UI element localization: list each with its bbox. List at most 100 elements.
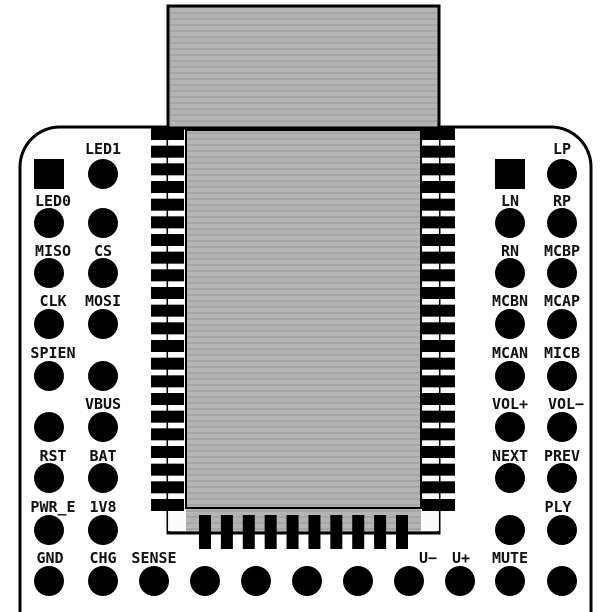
module-pad-right: [422, 463, 455, 476]
module-pad-right: [422, 287, 455, 299]
label-mosi: MOSI: [85, 292, 121, 310]
module-pad-left: [151, 145, 184, 158]
module-pad-left: [151, 428, 184, 441]
square-pad-led0: [34, 159, 64, 189]
label-mcan: MCAN: [492, 344, 528, 362]
board-outline: [18, 125, 593, 612]
round-pad-rn: [495, 208, 525, 238]
module-pad-left: [151, 322, 184, 335]
round-pad-rp: [547, 208, 577, 238]
module-pad-right: [422, 181, 455, 193]
module-pad-bottom: [242, 515, 255, 549]
module-pad-right: [422, 234, 455, 246]
round-pad-micb: [547, 361, 577, 391]
label-prev: PREV: [544, 447, 580, 465]
round-pad-bottom-5: [343, 566, 373, 596]
module-pad-bottom: [308, 515, 321, 549]
round-pad-u-minus: [394, 566, 424, 596]
round-pad-next: [495, 463, 525, 493]
module-pad-left: [151, 410, 184, 423]
label-rst: RST: [39, 447, 66, 465]
label-micb: MICB: [544, 344, 580, 362]
round-pad-prev: [547, 463, 577, 493]
label-1v8: 1V8: [89, 498, 116, 516]
round-pad-1v8: [88, 515, 118, 545]
round-pad-vbus: [88, 412, 118, 442]
module-pad-left: [151, 198, 184, 211]
label-mcbp: MCBP: [544, 242, 580, 260]
module-pad-right: [422, 216, 455, 229]
module-pad-left: [151, 357, 184, 370]
round-pad-mcan: [495, 361, 525, 391]
module-pad-right: [422, 163, 455, 176]
module-pad-bottom: [286, 515, 299, 549]
label-rp: RP: [553, 192, 571, 210]
module-pad-left: [151, 340, 184, 352]
module-pad-left: [151, 269, 184, 282]
module-inner-body: [185, 129, 422, 509]
label-spien: SPIEN: [30, 344, 75, 362]
module-pad-right: [422, 446, 455, 458]
module-pad-right: [422, 198, 455, 211]
square-pad-ln: [495, 159, 525, 189]
module-pads-right: [422, 128, 455, 511]
round-pad-spien-upper: [34, 309, 64, 339]
round-pad-mcbn: [495, 309, 525, 339]
round-pad-mcbp: [547, 258, 577, 288]
label-mcap: MCAP: [544, 292, 580, 310]
module-pad-right: [422, 322, 455, 335]
label-vol-minus: VOL−: [548, 395, 584, 413]
module-pad-right: [422, 375, 455, 388]
round-pad-ply: [547, 515, 577, 545]
round-pad-gnd: [34, 566, 64, 596]
label-mute: MUTE: [492, 549, 528, 567]
label-u-plus: U+: [452, 549, 470, 567]
round-pad-bat: [88, 463, 118, 493]
label-chg: CHG: [89, 549, 116, 567]
module-pad-left: [151, 251, 184, 264]
module-pad-left: [151, 393, 184, 405]
module-pad-left: [151, 181, 184, 193]
module-pad-left: [151, 499, 184, 511]
round-pad-miso: [34, 208, 64, 238]
round-pad-u-plus: [445, 566, 475, 596]
round-pad-pwr-e: [34, 515, 64, 545]
label-ln: LN: [501, 192, 519, 210]
module-pad-left: [151, 446, 184, 458]
module-pad-right: [422, 269, 455, 282]
round-pad-chg: [88, 566, 118, 596]
label-ply: PLY: [544, 498, 571, 516]
round-pad-led1: [88, 159, 118, 189]
round-pad-spien: [34, 361, 64, 391]
module-pad-right: [422, 304, 455, 317]
module-pad-left: [151, 234, 184, 246]
round-pad-bottom-2: [190, 566, 220, 596]
label-led0: LED0: [35, 192, 71, 210]
round-pad-clk: [34, 258, 64, 288]
round-pad-mute: [495, 566, 525, 596]
module-pad-left: [151, 216, 184, 229]
label-bat: BAT: [89, 447, 116, 465]
label-rn: RN: [501, 242, 519, 260]
module-pad-right: [422, 499, 455, 511]
module-pad-bottom: [330, 515, 343, 549]
module-pads-bottom: [199, 515, 408, 549]
module-pad-left: [151, 463, 184, 476]
module-pad-bottom: [220, 515, 233, 549]
module-pad-right: [422, 410, 455, 423]
label-pwr-e: PWR_E: [30, 498, 75, 516]
module-pad-bottom: [352, 515, 365, 549]
module-pad-bottom: [396, 515, 408, 549]
round-pad-mosi-upper: [88, 258, 118, 288]
module-pad-left: [151, 287, 184, 299]
label-lp: LP: [553, 140, 571, 158]
round-pad-lp: [547, 159, 577, 189]
round-pad-cs: [88, 208, 118, 238]
label-next: NEXT: [492, 447, 528, 465]
module-pad-left: [151, 163, 184, 176]
label-cs: CS: [94, 242, 112, 260]
module-pad-right: [422, 145, 455, 158]
label-led1: LED1: [85, 140, 121, 158]
module-pad-left: [151, 128, 184, 140]
